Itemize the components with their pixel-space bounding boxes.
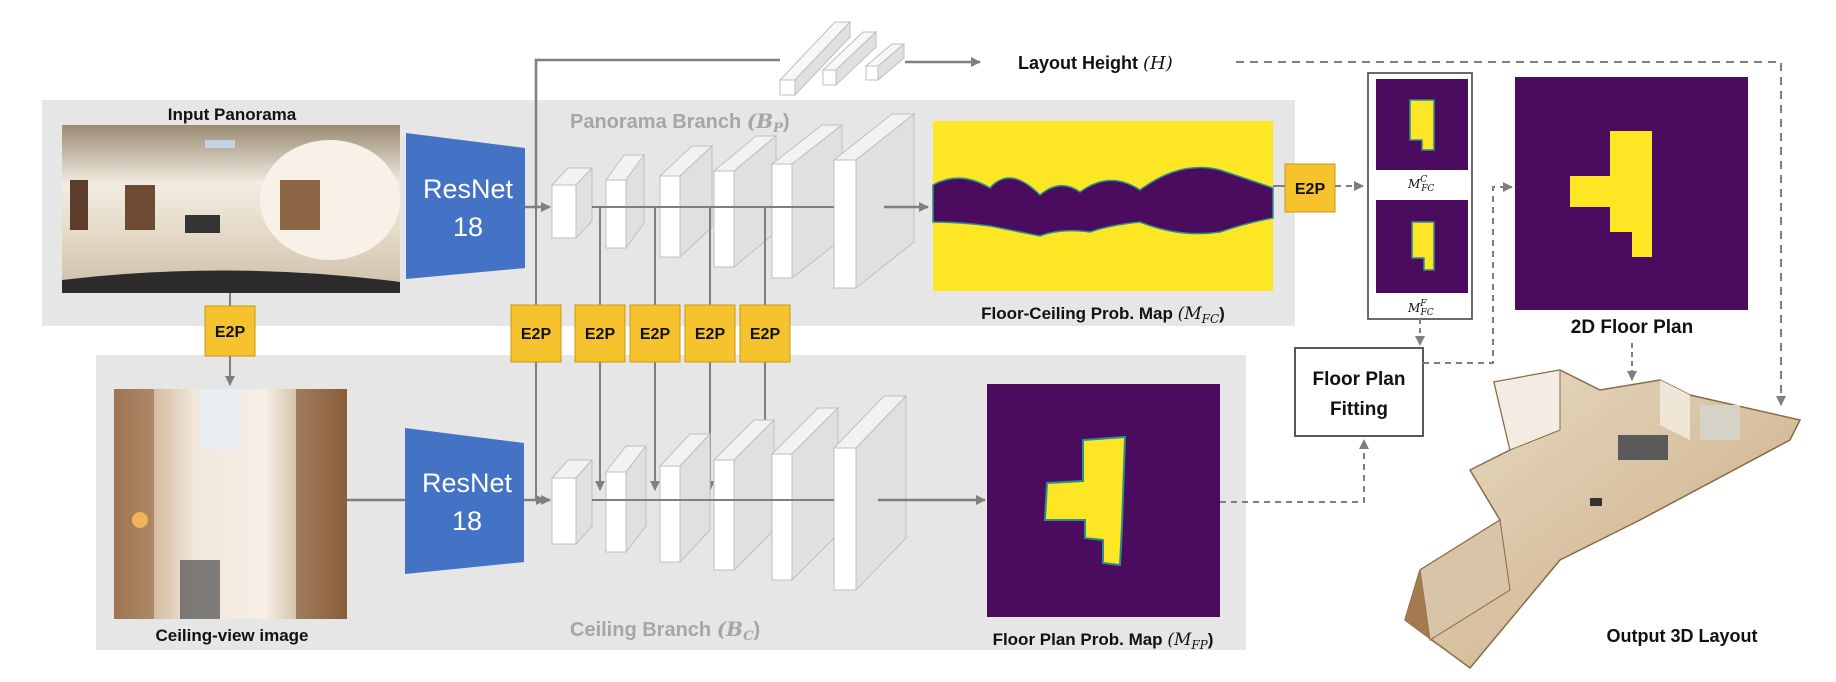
- floor-ceiling-prob-map: [932, 121, 1274, 291]
- svg-text:Floor Plan: Floor Plan: [1313, 369, 1406, 390]
- e2p-box-5: E2P: [739, 304, 791, 363]
- e2p-box-2: E2P: [574, 304, 626, 363]
- svg-text:18: 18: [453, 212, 483, 242]
- pano-block-6: [832, 112, 916, 290]
- e2p-box-left: E2P: [204, 305, 256, 357]
- ceil-block-1: [550, 458, 594, 546]
- svg-text:E2P: E2P: [585, 326, 616, 343]
- layout-height-head: [778, 20, 906, 97]
- svg-text:18: 18: [452, 506, 482, 536]
- pano-block-1: [550, 166, 594, 240]
- floor-plan-prob-map: [987, 384, 1220, 617]
- resnet18-encoder-bottom: ResNet 18: [405, 428, 524, 574]
- svg-text:E2P: E2P: [640, 326, 671, 343]
- e2p-box-4: E2P: [684, 304, 736, 363]
- ceiling-view-image: [114, 389, 347, 619]
- ceil-block-6: [832, 394, 908, 592]
- input-panorama-label: Input Panorama: [168, 105, 297, 124]
- pano-block-2: [605, 153, 645, 250]
- resnet18-encoder-top: ResNet 18: [406, 133, 525, 279]
- svg-text:E2P: E2P: [695, 326, 726, 343]
- svg-text:E2P: E2P: [215, 324, 246, 341]
- panorama-branch-label: Panorama Branch (BP): [570, 109, 790, 136]
- floor-plan-2d-label: 2D Floor Plan: [1571, 317, 1693, 338]
- ceiling-decoder-blocks: [550, 394, 908, 592]
- output-3d-layout-render: [1404, 369, 1802, 670]
- svg-text:ResNet: ResNet: [422, 468, 513, 498]
- floor-plan-map-label: Floor Plan Prob. Map (MFP): [993, 630, 1214, 652]
- input-panorama-image: [62, 125, 400, 293]
- svg-text:E2P: E2P: [521, 326, 552, 343]
- floor-plan-2d: [1515, 77, 1748, 310]
- floor-plan-fitting-box: Floor Plan Fitting: [1294, 347, 1424, 437]
- layout-height-label: Layout Height (H): [1018, 53, 1173, 74]
- e2p-box-top-right: E2P: [1284, 163, 1336, 213]
- ceil-block-4: [712, 418, 776, 572]
- pano-block-5: [770, 123, 844, 280]
- ceiling-branch-label: Ceiling Branch (BC): [570, 617, 760, 644]
- floor-ceiling-map-label: Floor-Ceiling Prob. Map (MFC): [981, 304, 1225, 326]
- ceiling-view-label: Ceiling-view image: [155, 626, 308, 645]
- svg-text:ResNet: ResNet: [423, 174, 514, 204]
- panorama-decoder-blocks: [550, 112, 916, 290]
- ceil-block-3: [658, 432, 712, 564]
- svg-text:E2P: E2P: [1295, 181, 1326, 198]
- pano-block-3: [658, 144, 714, 259]
- e2p-box-1: E2P: [510, 304, 562, 363]
- ceil-block-5: [770, 406, 840, 582]
- output-3d-label: Output 3D Layout: [1607, 626, 1758, 646]
- ceil-block-2: [604, 444, 648, 554]
- svg-text:E2P: E2P: [750, 326, 781, 343]
- e2p-box-3: E2P: [629, 304, 681, 363]
- svg-text:Fitting: Fitting: [1330, 399, 1388, 420]
